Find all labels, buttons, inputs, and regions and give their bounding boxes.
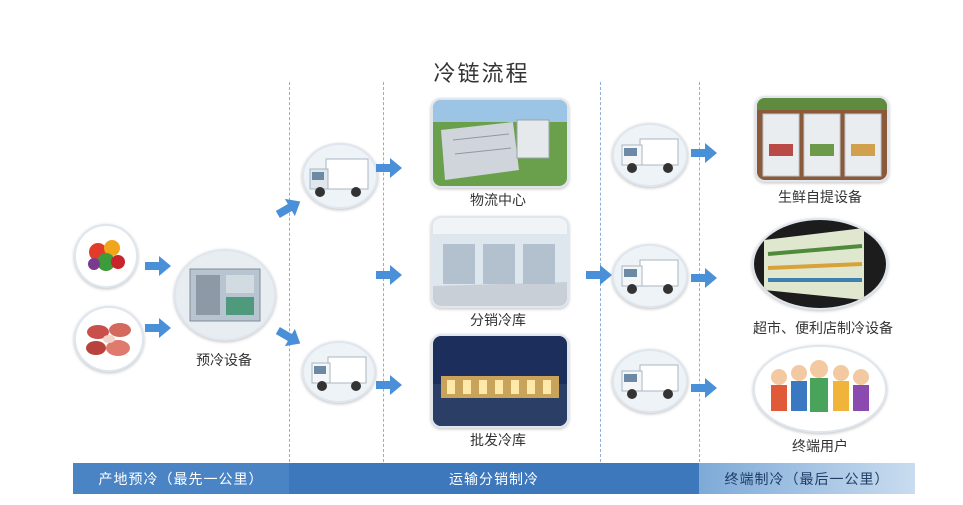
truck-image [302,341,376,403]
divider-line [699,82,700,462]
truck-image [612,349,688,413]
distribution-cold-storage-image [431,216,569,308]
stage-origin-precool: 产地预冷（最先一公里） [73,463,289,494]
truck-image [612,123,688,187]
flow-arrow-icon [376,375,402,395]
end-users-image [753,345,887,433]
diagram-title: 冷链流程 [433,62,530,87]
truck-image [612,244,688,308]
wholesale-cold-storage-label: 批发冷库 [470,433,526,449]
flow-arrow-icon [586,265,612,285]
distribution-cold-storage-label: 分销冷库 [470,313,526,329]
wholesale-cold-storage-image [431,334,569,428]
supermarket-refrigeration-label: 超市、便利店制冷设备 [753,321,893,337]
logistics-center-image [431,98,569,188]
precool-equipment-image [174,249,276,341]
divider-line [289,82,290,462]
flow-arrow-icon [275,198,301,218]
flow-arrow-icon [145,318,171,338]
precool-equipment-label: 预冷设备 [196,353,252,369]
end-users-label: 终端用户 [792,439,848,455]
stage-transport-distribution: 运输分销制冷 [289,463,699,494]
fresh-pickup-equipment-image [755,96,889,182]
vegetables-image [74,224,138,288]
meat-image [74,306,144,372]
flow-arrow-icon [275,327,301,347]
flow-arrow-icon [145,256,171,276]
flow-arrow-icon [691,268,717,288]
supermarket-refrigeration-image [752,218,888,310]
truck-image [302,143,378,209]
flow-arrow-icon [691,143,717,163]
flow-arrow-icon [376,265,402,285]
flow-arrow-icon [691,378,717,398]
flow-arrow-icon [376,158,402,178]
stage-terminal-refrigeration: 终端制冷（最后一公里） [699,463,915,494]
fresh-pickup-equipment-label: 生鲜自提设备 [778,190,862,206]
logistics-center-label: 物流中心 [470,193,526,209]
